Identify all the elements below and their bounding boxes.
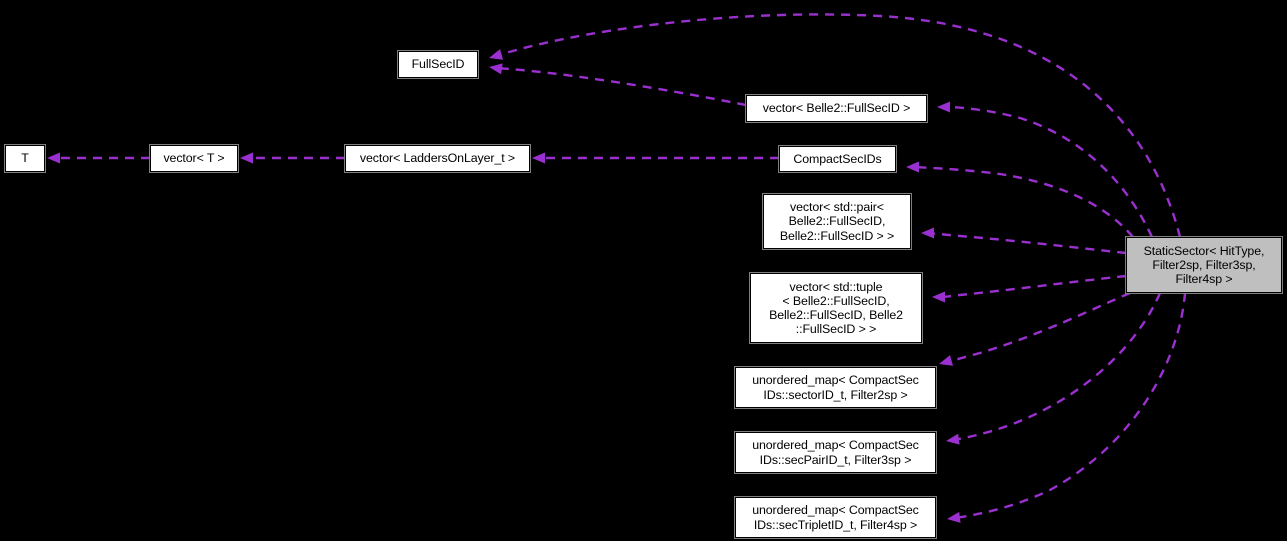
node-label-umap_filter2sp: unordered_map< CompactSec IDs::sectorID_… (752, 373, 919, 402)
arrowhead-staticsector-to-umap_filter4sp (947, 511, 961, 523)
arrowhead-vector_ladders-to-vector_t (240, 152, 253, 164)
arrowhead-staticsector-to-vector_fullsecid (937, 101, 950, 113)
edge-staticsector-to-vector_pair (927, 231, 1127, 255)
node-compactsecids[interactable]: CompactSecIDs (778, 145, 897, 173)
node-label-vector_tuple: vector< std::tuple < Belle2::FullSecID, … (769, 279, 903, 337)
node-label-vector_pair: vector< std::pair< Belle2::FullSecID, Be… (779, 200, 895, 243)
arrowhead-vector_t-to-t (47, 152, 60, 164)
node-label-vector_fullsecid: vector< Belle2::FullSecID > (762, 101, 911, 116)
edge-staticsector-to-vector_fullsecid (943, 105, 1154, 238)
node-label-vector_ladders: vector< LaddersOnLayer_t > (359, 151, 516, 166)
arrowhead-staticsector-to-umap_filter3sp (946, 433, 960, 445)
edge-staticsector-to-fullsecid (495, 13, 1182, 238)
arrowhead-compactsecids-to-vector_ladders (532, 152, 545, 164)
node-label-vector_t: vector< T > (163, 151, 225, 166)
edge-staticsector-to-compactsecids (912, 165, 1134, 238)
node-umap_filter2sp[interactable]: unordered_map< CompactSec IDs::sectorID_… (734, 366, 937, 409)
node-vector_tuple[interactable]: vector< std::tuple < Belle2::FullSecID, … (749, 272, 923, 344)
edge-staticsector-to-umap_filter2sp (945, 291, 1131, 364)
node-vector_t[interactable]: vector< T > (149, 144, 239, 173)
arrowhead-staticsector-to-umap_filter2sp (939, 355, 954, 366)
node-vector_ladders[interactable]: vector< LaddersOnLayer_t > (344, 144, 531, 173)
arrowhead-staticsector-to-vector_pair (921, 227, 934, 239)
node-label-umap_filter3sp: unordered_map< CompactSec IDs::secPairID… (752, 438, 919, 467)
edge-staticsector-to-umap_filter3sp (952, 292, 1162, 442)
node-fullsecid[interactable]: FullSecID (397, 50, 479, 79)
node-vector_pair[interactable]: vector< std::pair< Belle2::FullSecID, Be… (762, 193, 912, 250)
node-label-staticsector: StaticSector< HitType, Filter2sp, Filter… (1143, 243, 1265, 287)
node-umap_filter4sp[interactable]: unordered_map< CompactSec IDs::secTriple… (734, 496, 937, 539)
node-staticsector[interactable]: StaticSector< HitType, Filter2sp, Filter… (1125, 236, 1283, 294)
edge-staticsector-to-vector_tuple (938, 274, 1127, 299)
node-umap_filter3sp[interactable]: unordered_map< CompactSec IDs::secPairID… (734, 431, 937, 474)
node-label-compactsecids: CompactSecIDs (793, 151, 882, 166)
node-t[interactable]: T (4, 144, 46, 173)
node-label-t: T (21, 151, 29, 166)
arrowhead-staticsector-to-compactsecids (906, 161, 919, 173)
arrowhead-vector_fullsecid-to-fullsecid (489, 63, 503, 75)
node-label-fullsecid: FullSecID (411, 57, 465, 72)
edge-vector_fullsecid-to-fullsecid (495, 66, 747, 107)
node-label-umap_filter4sp: unordered_map< CompactSec IDs::secTriple… (752, 503, 919, 532)
arrowhead-staticsector-to-vector_tuple (932, 291, 945, 303)
node-vector_fullsecid[interactable]: vector< Belle2::FullSecID > (745, 94, 928, 123)
edge-staticsector-to-umap_filter4sp (954, 292, 1187, 520)
arrowhead-staticsector-to-fullsecid (489, 49, 504, 60)
